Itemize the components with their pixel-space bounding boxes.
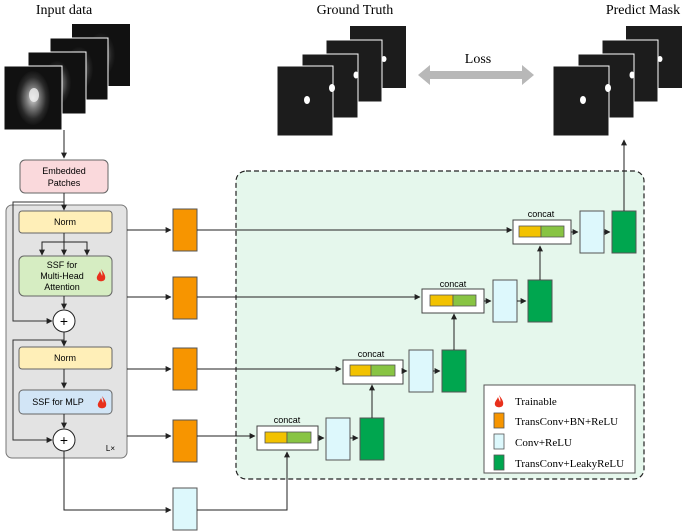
- norm-box-1: Norm: [18, 210, 113, 234]
- concat-label-1: concat: [528, 209, 555, 219]
- norm1-label: Norm: [54, 217, 76, 227]
- concat-block-2: [421, 288, 485, 314]
- legend-orange: TransConv+BN+ReLU: [515, 416, 618, 428]
- double-arrow-icon: [418, 65, 534, 85]
- input-data-heading: Input data: [36, 3, 93, 18]
- concat-block-1: [512, 219, 572, 245]
- concat-block-3: [342, 359, 404, 385]
- norm2-label: Norm: [54, 353, 76, 363]
- ssf-mlp-label: SSF for MLP: [32, 397, 84, 407]
- concat-label-3: concat: [358, 349, 385, 359]
- ssf-multi-head-attention-box: SSF for Multi-Head Attention: [18, 255, 113, 297]
- ground-truth-heading: Ground Truth: [317, 3, 394, 18]
- concat-label-4: concat: [274, 415, 301, 425]
- cyan-block-2: [492, 279, 518, 323]
- cyan-block-3: [408, 349, 434, 393]
- ssf-mha-line1: SSF for: [47, 260, 78, 270]
- orange-block-4: [172, 419, 198, 463]
- plus-symbol-2: +: [60, 432, 68, 448]
- norm-box-2: Norm: [18, 346, 113, 370]
- legend: Trainable TransConv+BN+ReLU Conv+ReLU Tr…: [483, 384, 636, 474]
- plus-symbol-1: +: [60, 313, 68, 329]
- legend-cyan: Conv+ReLU: [515, 437, 572, 449]
- ground-truth-stack: [276, 26, 406, 137]
- ssf-mha-line2: Multi-Head: [40, 271, 84, 281]
- concat-block-4: [256, 425, 319, 451]
- ssf-mlp-box: SSF for MLP: [18, 389, 113, 415]
- embedded-patches-box: Embedded Patches: [19, 159, 109, 194]
- orange-block-3: [172, 347, 198, 391]
- add-node-1: +: [52, 309, 76, 333]
- loss-label: Loss: [465, 52, 491, 67]
- green-block-1: [611, 210, 637, 254]
- cyan-block-bottom: [172, 487, 198, 531]
- predict-mask-heading: Predict Mask: [606, 3, 680, 18]
- legend-green-swatch: [493, 454, 505, 471]
- add-node-2: +: [52, 428, 76, 452]
- orange-block-2: [172, 276, 198, 320]
- green-block-2: [527, 279, 553, 323]
- legend-trainable: Trainable: [515, 396, 557, 408]
- legend-cyan-swatch: [493, 433, 505, 450]
- cyan-block-1: [579, 210, 605, 254]
- cyan-block-4: [325, 417, 351, 461]
- predict-mask-stack: [552, 26, 682, 137]
- green-block-4: [359, 417, 385, 461]
- embedded-label-line2: Patches: [48, 178, 81, 188]
- legend-green: TransConv+LeakyReLU: [515, 458, 624, 470]
- input-image-stack: [3, 24, 130, 131]
- ssf-mha-line3: Attention: [44, 282, 80, 292]
- orange-block-1: [172, 208, 198, 252]
- legend-orange-swatch: [493, 412, 505, 429]
- concat-label-2: concat: [440, 279, 467, 289]
- repeat-label: L×: [106, 444, 115, 453]
- embedded-label-line1: Embedded: [42, 166, 86, 176]
- green-block-3: [441, 349, 467, 393]
